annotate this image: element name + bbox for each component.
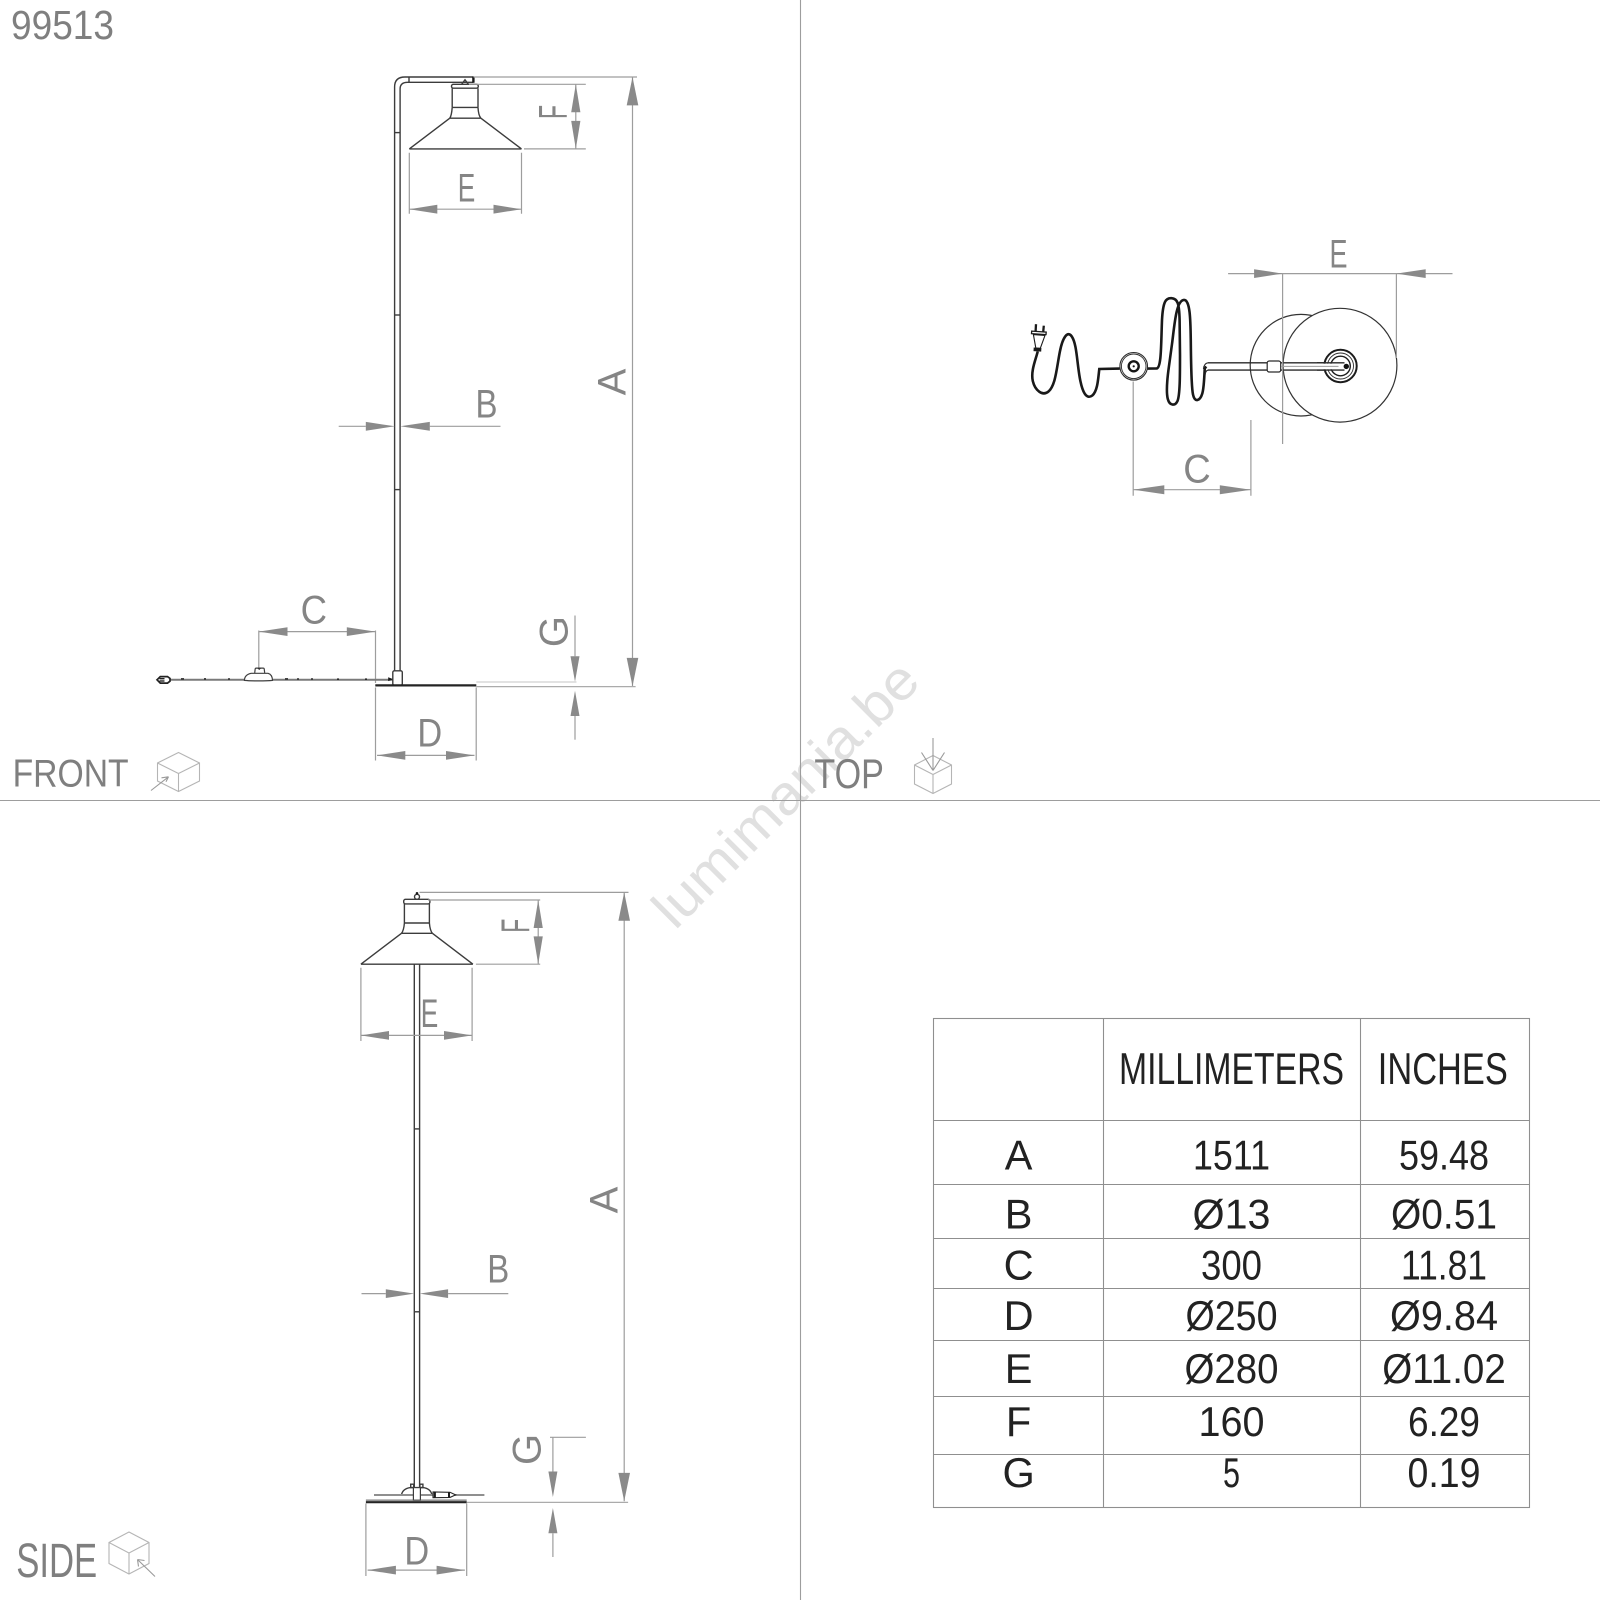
svg-text:E: E [1005,1345,1033,1392]
svg-text:E: E [421,992,439,1036]
svg-text:C: C [301,589,327,633]
svg-text:D: D [417,711,442,755]
svg-text:11.81: 11.81 [1401,1242,1487,1289]
svg-text:FRONT: FRONT [13,752,129,795]
svg-text:G: G [506,1434,550,1465]
svg-text:A: A [583,1186,627,1213]
svg-text:F: F [1006,1398,1031,1445]
svg-text:G: G [1002,1449,1034,1496]
svg-text:G: G [533,616,577,647]
svg-text:Ø13: Ø13 [1193,1191,1271,1238]
svg-text:Ø250: Ø250 [1186,1292,1278,1339]
svg-text:0.19: 0.19 [1408,1449,1481,1496]
svg-text:F: F [532,105,576,119]
svg-text:160: 160 [1199,1398,1265,1445]
svg-text:MILLIMETERS: MILLIMETERS [1119,1045,1344,1094]
svg-text:Ø280: Ø280 [1185,1345,1279,1392]
svg-text:A: A [590,368,634,395]
svg-text:5: 5 [1223,1449,1240,1496]
svg-text:Ø0.51: Ø0.51 [1391,1191,1497,1238]
svg-text:TOP: TOP [814,750,884,797]
svg-text:1511: 1511 [1193,1132,1270,1179]
svg-text:SIDE: SIDE [16,1535,97,1588]
svg-text:F: F [494,919,538,933]
svg-text:Ø9.84: Ø9.84 [1390,1292,1498,1339]
svg-text:D: D [1004,1292,1034,1339]
svg-text:B: B [487,1248,509,1292]
svg-text:A: A [1005,1132,1033,1179]
svg-text:E: E [1330,233,1348,277]
svg-text:C: C [1183,448,1211,492]
svg-text:6.29: 6.29 [1408,1398,1480,1445]
svg-text:D: D [404,1529,429,1573]
svg-text:B: B [1005,1191,1033,1238]
svg-text:C: C [1004,1242,1034,1289]
svg-text:E: E [458,167,476,211]
svg-text:59.48: 59.48 [1399,1132,1489,1179]
svg-text:B: B [476,383,498,427]
svg-text:Ø11.02: Ø11.02 [1382,1345,1506,1392]
svg-text:99513: 99513 [11,2,114,48]
svg-text:300: 300 [1201,1242,1262,1289]
svg-text:INCHES: INCHES [1378,1045,1508,1094]
